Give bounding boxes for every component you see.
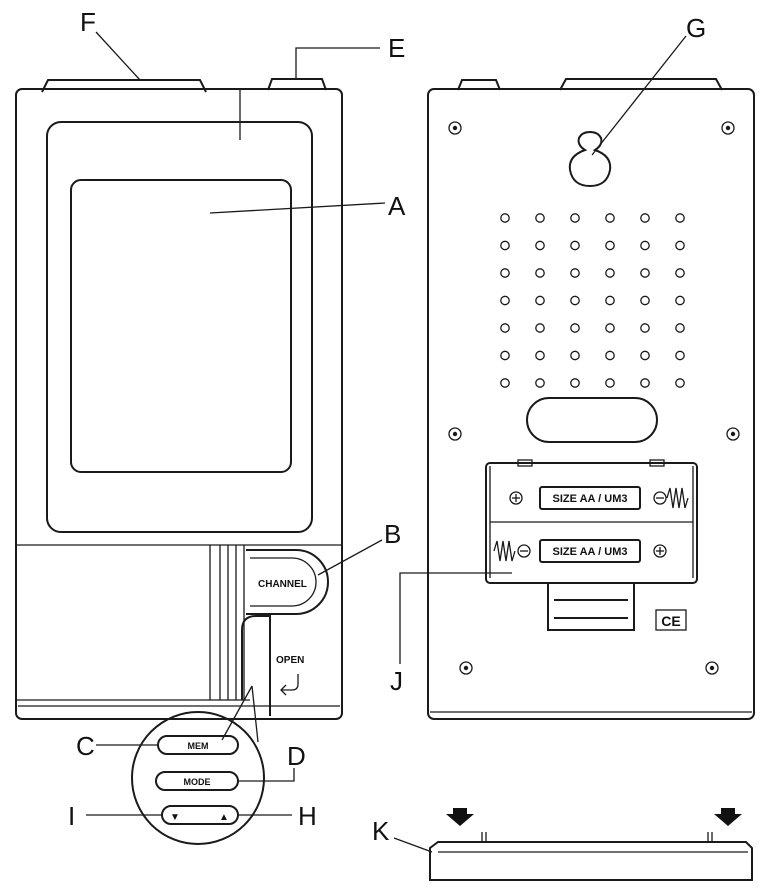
speaker-hole (675, 323, 685, 333)
speaker-hole (570, 378, 580, 388)
battery-2-label: SIZE AA / UM3 (553, 546, 628, 558)
stand-base (429, 841, 753, 881)
hanging-hole (568, 130, 612, 188)
speaker-hole (605, 295, 615, 306)
speaker-hole (535, 240, 545, 251)
speaker-hole (500, 213, 510, 223)
speaker-hole (535, 295, 545, 306)
battery-compartment (485, 462, 698, 584)
top-button-e (267, 78, 327, 91)
speaker-hole (500, 350, 510, 361)
speaker-hole (570, 295, 580, 306)
ce-mark-label: CE (661, 613, 680, 629)
speaker-hole (640, 378, 650, 388)
callout-f: F (80, 7, 96, 37)
speaker-hole (535, 350, 545, 361)
callout-d: D (287, 741, 306, 771)
channel-button-housing (246, 549, 329, 615)
speaker-hole (640, 268, 650, 278)
screw-icon (448, 121, 740, 675)
callout-h: H (298, 801, 317, 831)
battery-latch (547, 583, 635, 631)
back-top-button-left (457, 79, 501, 91)
speaker-hole (605, 378, 615, 388)
speaker-hole (675, 268, 685, 278)
speaker-hole (500, 323, 510, 333)
button-zoom-circle (131, 711, 265, 845)
speaker-hole (675, 378, 685, 388)
speaker-hole (640, 323, 650, 333)
speaker-hole (570, 268, 580, 278)
speaker-hole (570, 323, 580, 333)
battery-spring-icon (493, 540, 516, 562)
speaker-hole (605, 213, 615, 223)
speaker-hole (640, 295, 650, 306)
callout-e: E (388, 33, 405, 63)
top-button-f (41, 79, 207, 93)
down-arrow-icon (446, 808, 474, 826)
down-arrow-icon (714, 808, 742, 826)
speaker-hole (605, 240, 615, 251)
battery-2: SIZE AA / UM3 (493, 539, 667, 563)
callout-i: I (68, 801, 75, 831)
back-top-button-right (559, 78, 723, 91)
front-body (15, 88, 343, 720)
callout-b: B (384, 519, 401, 549)
stand-slot (526, 397, 658, 443)
speaker-hole (675, 295, 685, 306)
speaker-hole (535, 323, 545, 333)
callout-c: C (76, 731, 95, 761)
callout-j: J (390, 666, 403, 696)
callout-g: G (686, 13, 706, 43)
battery-1-label: SIZE AA / UM3 (553, 493, 628, 505)
open-arrow-icon (280, 674, 299, 696)
down-arrow-button: ▼ (170, 812, 180, 823)
front-view: CHANNEL OPEN MEM MODE ▼ ▲ (15, 78, 343, 845)
speaker-hole (675, 213, 685, 223)
speaker-hole (500, 240, 510, 251)
speaker-hole (570, 240, 580, 251)
battery-door-open (241, 615, 271, 716)
display-screen (70, 179, 292, 473)
callout-k: K (372, 816, 390, 846)
speaker-hole (535, 213, 545, 223)
speaker-hole (640, 350, 650, 361)
speaker-hole (500, 295, 510, 306)
callout-labels: A B C D E F G H I J K (68, 7, 706, 846)
speaker-hole (500, 378, 510, 388)
mode-button-label: MODE (184, 777, 211, 787)
speaker-hole (605, 268, 615, 278)
speaker-hole (535, 378, 545, 388)
leader-lines (86, 31, 687, 853)
speaker-hole (605, 350, 615, 361)
mem-button-label: MEM (188, 741, 209, 751)
speaker-hole (535, 268, 545, 278)
battery-1: SIZE AA / UM3 (509, 486, 689, 510)
speaker-grille (500, 213, 685, 388)
speaker-hole (640, 213, 650, 223)
callout-a: A (388, 191, 406, 221)
back-view: SIZE AA / UM3 SIZE AA / UM3 CE (427, 78, 755, 720)
battery-spring-icon (666, 487, 689, 509)
back-body (427, 88, 755, 720)
speaker-hole (675, 240, 685, 251)
speaker-hole (500, 268, 510, 278)
open-label: OPEN (276, 655, 304, 666)
speaker-hole (605, 323, 615, 333)
stand-view (429, 808, 753, 881)
ce-mark-icon: CE (655, 609, 687, 631)
speaker-hole (640, 240, 650, 251)
channel-button-label: CHANNEL (258, 579, 307, 590)
speaker-hole (675, 350, 685, 361)
speaker-hole (570, 213, 580, 223)
display-frame (46, 121, 313, 533)
up-arrow-button: ▲ (219, 812, 229, 823)
speaker-hole (570, 350, 580, 361)
